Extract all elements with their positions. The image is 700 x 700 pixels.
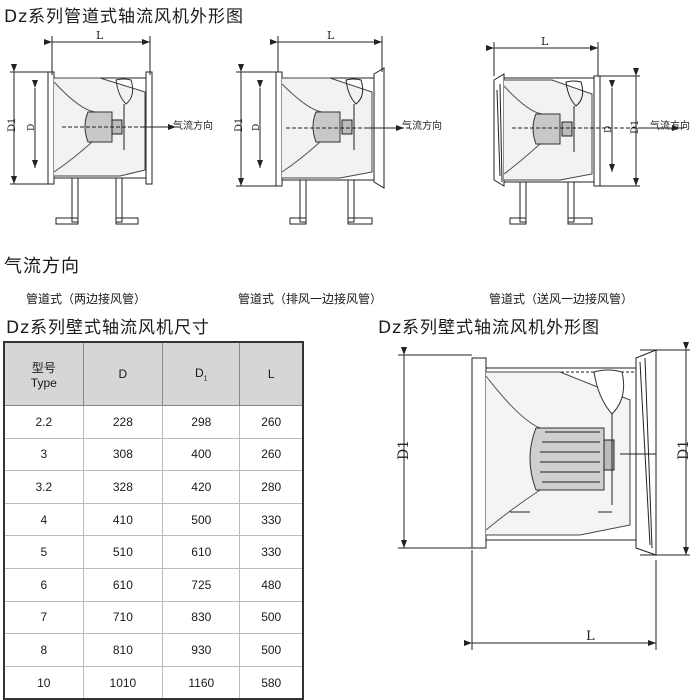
size-table-title: Dz系列壁式轴流风机尺寸 <box>6 318 211 338</box>
table-cell: 725 <box>162 568 241 602</box>
table-cell: 3.2 <box>2 470 84 504</box>
table-cell: 260 <box>239 438 305 472</box>
svg-text:D: D <box>252 124 262 131</box>
table-cell: 330 <box>239 535 305 569</box>
dimension-label-l: L <box>96 29 104 42</box>
caption-both-sides: 管道式（两边接风管） <box>26 292 147 306</box>
table-cell: 410 <box>82 503 164 537</box>
fan-drawings: L D1 D 气流方向 L D1 D <box>7 29 692 650</box>
svg-text:气流方向: 气流方向 <box>650 119 690 132</box>
wall-drawing-title: Dz系列壁式轴流风机外形图 <box>378 318 601 338</box>
svg-text:D1: D1 <box>234 118 245 132</box>
table-cell: 308 <box>82 438 164 472</box>
table-cell: 830 <box>162 601 241 635</box>
table-cell: 10 <box>2 666 84 700</box>
table-cell: 610 <box>82 568 164 602</box>
header-l: L <box>239 341 305 406</box>
size-table-header: 型号 Type D D1 L <box>2 341 305 406</box>
airflow-arrow-label: 气流方向 <box>173 119 213 132</box>
table-cell: 328 <box>82 470 164 504</box>
table-cell: 8 <box>2 633 84 667</box>
caption-exhaust-side: 管道式（排风一边接风管） <box>238 292 383 306</box>
page-title: Dz系列管道式轴流风机外形图 <box>4 7 245 27</box>
table-cell: 400 <box>162 438 241 472</box>
table-cell: 500 <box>239 601 305 635</box>
table-cell: 280 <box>239 470 305 504</box>
fan-drawing-supply-side: L D1 D 气流方向 <box>486 35 690 225</box>
table-cell: 7 <box>2 601 84 635</box>
table-cell: 5 <box>2 535 84 569</box>
table-cell: 610 <box>162 535 241 569</box>
header-model: 型号 Type <box>2 341 84 406</box>
fan-drawing-exhaust-side: L D1 D 气流方向 <box>234 29 442 225</box>
table-cell: 3 <box>2 438 84 472</box>
svg-text:D1: D1 <box>7 118 18 132</box>
table-cell: 930 <box>162 633 241 667</box>
table-cell: 2.2 <box>2 405 84 439</box>
caption-supply-side: 管道式（送风一边接风管） <box>489 292 634 306</box>
svg-text:D: D <box>604 126 614 133</box>
fan-drawing-both-sides: L D1 D 气流方向 <box>7 29 213 225</box>
svg-text:D1: D1 <box>630 120 641 134</box>
table-cell: 260 <box>239 405 305 439</box>
table-cell: 480 <box>239 568 305 602</box>
dimension-label-l-wall: L <box>586 629 595 644</box>
fan-drawing-wall: D1 D1 L <box>396 342 692 650</box>
table-cell: 420 <box>162 470 241 504</box>
header-d: D <box>82 341 164 406</box>
table-cell: 810 <box>82 633 164 667</box>
svg-text:L: L <box>541 35 549 48</box>
table-cell: 1010 <box>82 666 164 700</box>
svg-text:气流方向: 气流方向 <box>402 119 442 132</box>
table-cell: 500 <box>239 633 305 667</box>
table-cell: 580 <box>239 666 305 700</box>
table-cell: 228 <box>82 405 164 439</box>
svg-text:D: D <box>27 124 37 131</box>
table-cell: 500 <box>162 503 241 537</box>
svg-text:L: L <box>327 29 335 42</box>
table-cell: 330 <box>239 503 305 537</box>
table-cell: 298 <box>162 405 241 439</box>
table-cell: 510 <box>82 535 164 569</box>
table-cell: 4 <box>2 503 84 537</box>
table-cell: 710 <box>82 601 164 635</box>
table-cell: 1160 <box>162 666 241 700</box>
table-cell: 6 <box>2 568 84 602</box>
svg-text:D1: D1 <box>676 440 692 460</box>
svg-text:D1: D1 <box>396 440 412 460</box>
header-d1: D1 <box>162 341 241 406</box>
airflow-heading: 气流方向 <box>4 256 80 277</box>
